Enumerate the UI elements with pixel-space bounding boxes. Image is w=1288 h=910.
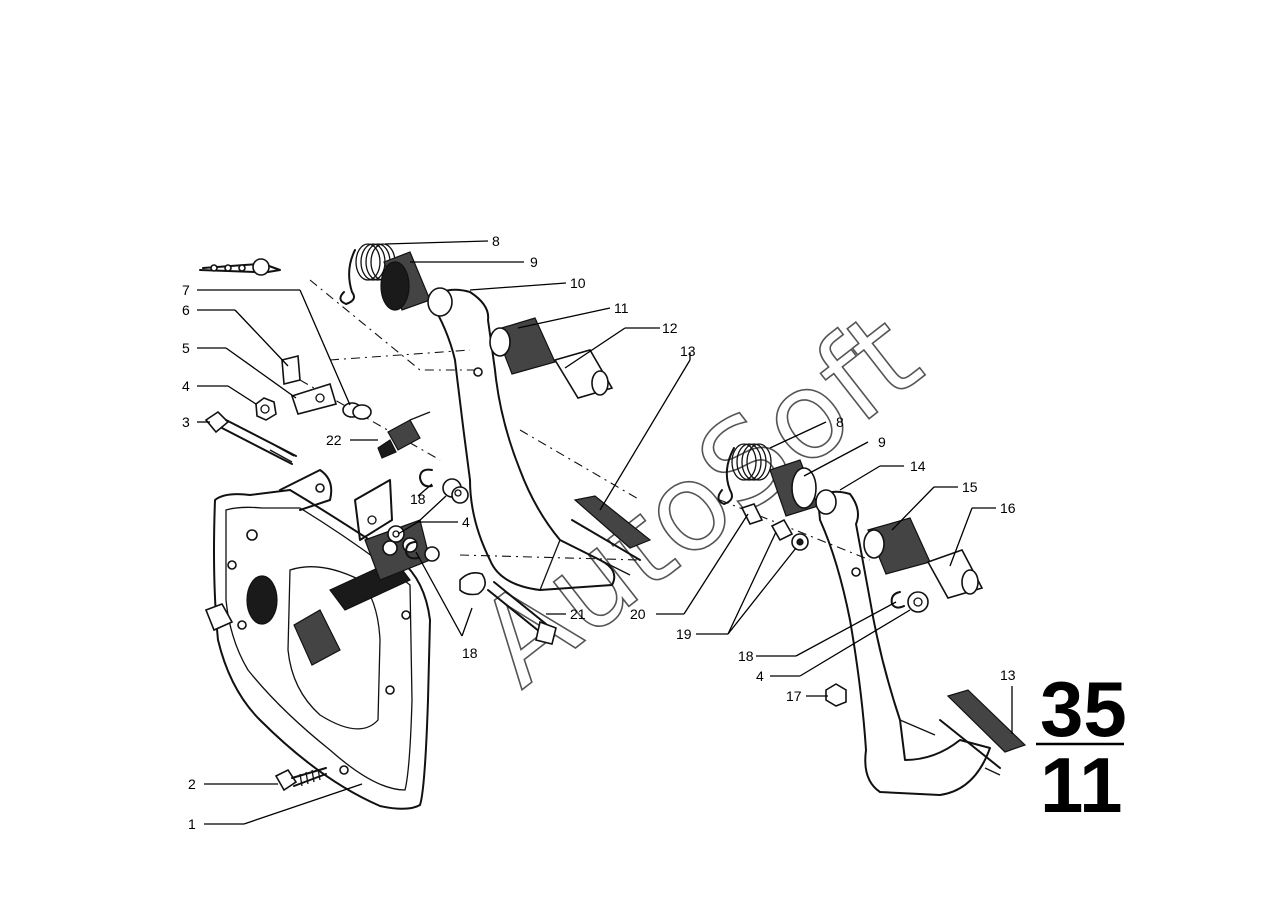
bolt-left [204, 410, 297, 465]
bushings-19 [770, 518, 809, 551]
nut-17 [825, 683, 847, 707]
pin-20 [740, 503, 764, 525]
clutch-pedal-left [427, 287, 616, 591]
return-spring-right [717, 443, 772, 505]
callout-15: 15 [962, 479, 978, 495]
pedal-bracket-plate [204, 469, 431, 810]
bracket-parts [281, 354, 372, 420]
group-number-major: 35 [1040, 665, 1127, 753]
callout-8-right: 8 [836, 414, 844, 430]
callout-14: 14 [910, 458, 926, 474]
callout-21: 21 [570, 606, 586, 622]
pedal-pad-left [571, 495, 652, 576]
callout-9-right: 9 [878, 434, 886, 450]
callout-13-right: 13 [1000, 667, 1016, 683]
callout-8-left: 8 [492, 233, 500, 249]
callout-9-left: 9 [530, 254, 538, 270]
callout-10: 10 [570, 275, 586, 291]
callout-18-left-upper: 18 [410, 491, 426, 507]
callout-4-left-top: 4 [182, 378, 190, 394]
callout-1: 1 [188, 816, 196, 832]
callout-4-left-middle: 4 [462, 514, 470, 530]
callout-5: 5 [182, 340, 190, 356]
sleeve-left [489, 317, 556, 375]
pin-right [926, 549, 984, 599]
sleeve-right [863, 517, 931, 575]
bushing-right [769, 459, 819, 517]
callout-19: 19 [676, 626, 692, 642]
callout-3: 3 [182, 414, 190, 430]
callout-22: 22 [326, 432, 342, 448]
leader-lines [197, 240, 1013, 825]
bolt-21 [459, 572, 557, 645]
screw-2 [274, 767, 327, 792]
group-number: 35 11 [1036, 665, 1127, 829]
brake-light-switch [377, 411, 431, 459]
callout-17: 17 [786, 688, 802, 704]
nut-left-top [255, 397, 277, 421]
safety-pin-icon [199, 258, 281, 276]
callout-labels-right: 8 9 14 15 16 20 19 18 4 17 13 [630, 414, 1016, 704]
callout-18-right: 18 [738, 648, 754, 664]
callout-20: 20 [630, 606, 646, 622]
pedal-pad-right [939, 689, 1027, 776]
callout-16: 16 [1000, 500, 1016, 516]
callout-18-left-lower: 18 [462, 645, 478, 661]
callout-labels-left: 8 9 10 11 12 13 7 6 5 4 3 22 18 4 18 21 … [182, 233, 696, 832]
callout-6: 6 [182, 302, 190, 318]
brake-pedal-right [815, 489, 991, 796]
callout-2: 2 [188, 776, 196, 792]
clip-and-washer-right [890, 591, 929, 613]
clips-and-nuts-left [387, 468, 469, 562]
group-number-minor: 11 [1040, 741, 1122, 829]
pin-left [553, 349, 614, 399]
callout-12: 12 [662, 320, 678, 336]
callout-4-right: 4 [756, 668, 764, 684]
callout-11: 11 [614, 300, 629, 316]
callout-7: 7 [182, 282, 190, 298]
callout-13-left: 13 [680, 343, 696, 359]
bushing-left [380, 251, 431, 311]
